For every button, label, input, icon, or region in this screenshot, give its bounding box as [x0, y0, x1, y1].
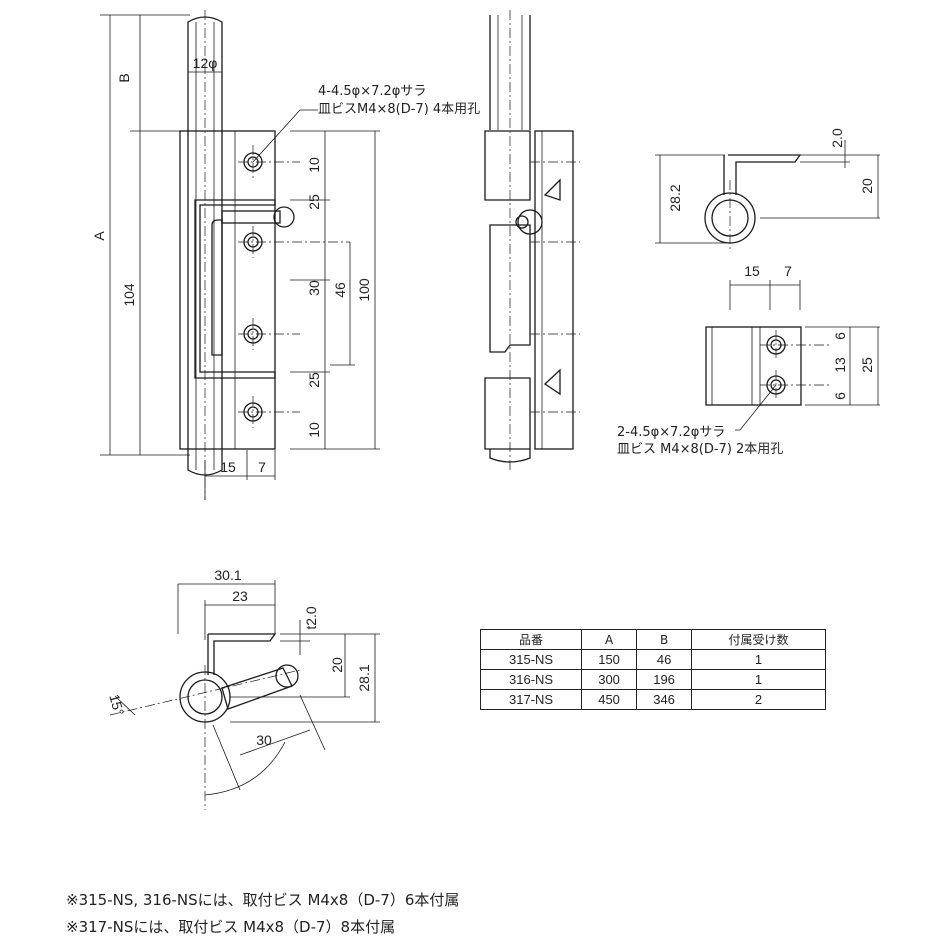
- bottom-dim-30-label: 30: [256, 732, 272, 748]
- bottom-view: [109, 580, 380, 810]
- col-header-a: A: [581, 629, 638, 650]
- bottom-dim-15deg-label: 15°: [106, 692, 127, 717]
- keeper-dim-7-label: 7: [784, 263, 792, 279]
- side-view: [484, 10, 580, 470]
- keeper-dim-20-label: 20: [859, 178, 875, 194]
- pin-dia-label: 12φ: [193, 55, 218, 71]
- col-header-keeper-count: 付属受け数: [691, 629, 826, 650]
- keeper-dim-6-top-label: 6: [832, 332, 848, 340]
- spec-table-header: 品番 A B 付属受け数: [479, 629, 826, 650]
- table-row: 315-NS 150 46 1: [479, 649, 826, 670]
- table-row: 317-NS 450 346 2: [479, 689, 826, 710]
- col-header-part-no: 品番: [479, 629, 583, 650]
- dim-25-top-label: 25: [306, 194, 322, 210]
- handle-knob: [273, 206, 295, 228]
- keeper-dim-2-label: 2.0: [829, 128, 845, 148]
- dim-b-label: B: [116, 73, 132, 82]
- keeper-dim-13-label: 13: [832, 357, 848, 373]
- dim-104-label: 104: [121, 283, 137, 307]
- cell-keeper-count: 2: [691, 689, 826, 710]
- cell-a: 300: [581, 669, 638, 690]
- bottom-dim-t2-label: t2.0: [303, 606, 319, 630]
- cell-part-no: 316-NS: [479, 669, 583, 690]
- dim-25-bottom-label: 25: [306, 372, 322, 388]
- col-header-b: B: [636, 629, 693, 650]
- keeper-dim-25-label: 25: [859, 357, 875, 373]
- cell-a: 150: [581, 649, 638, 670]
- cell-b: 196: [636, 669, 693, 690]
- keeper-dim-6-bottom-label: 6: [832, 392, 848, 400]
- bottom-dim-28-1-label: 28.1: [356, 664, 372, 691]
- keeper-front-view: [705, 280, 880, 431]
- front-view: [100, 10, 380, 500]
- dim-10-bottom-label: 10: [306, 422, 322, 438]
- keeper-dim-28-2-label: 28.2: [667, 184, 683, 211]
- keeper-hole-note-line1: 2-4.5φ×7.2φサラ: [617, 425, 725, 440]
- footnote-1: ※315-NS, 316-NSには、取付ビス M4x8（D-7）6本付属: [66, 891, 460, 909]
- mounting-holes: [243, 152, 263, 422]
- bottom-dim-23-label: 23: [232, 588, 248, 604]
- cell-part-no: 315-NS: [479, 649, 583, 670]
- body-plate: [179, 130, 276, 450]
- dim-46-label: 46: [332, 282, 348, 298]
- keeper-hole-note-line2: 皿ビス M4×8(D-7) 2本用孔: [617, 442, 783, 457]
- keeper-dim-15-label: 15: [744, 263, 760, 279]
- hole-note-line2: 皿ビスM4×8(D-7) 4本用孔: [318, 102, 480, 117]
- pin-rod: [187, 16, 223, 476]
- cell-part-no: 317-NS: [479, 689, 583, 710]
- cell-keeper-count: 1: [691, 669, 826, 690]
- dim-7-label: 7: [258, 459, 266, 475]
- dim-15-label: 15: [220, 459, 236, 475]
- hole-note-line1: 4-4.5φ×7.2φサラ: [318, 84, 426, 99]
- cell-a: 450: [581, 689, 638, 710]
- side-plate: [534, 130, 574, 450]
- dim-10-top-label: 10: [306, 157, 322, 173]
- cell-b: 46: [636, 649, 693, 670]
- spec-table: 品番 A B 付属受け数 315-NS 150 46 1 316-NS 300 …: [479, 629, 826, 710]
- dim-100-label: 100: [356, 278, 372, 302]
- dim-30-label: 30: [306, 280, 322, 296]
- dimension-labels: B A 104 12φ 4-4.5φ×7.2φサラ 皿ビスM4×8(D-7) 4…: [91, 55, 875, 748]
- dim-a-label: A: [91, 231, 107, 241]
- keeper-top-view: [655, 140, 880, 250]
- bottom-dim-30-1-label: 30.1: [214, 567, 241, 583]
- cell-b: 346: [636, 689, 693, 710]
- cell-keeper-count: 1: [691, 649, 826, 670]
- bottom-dim-20-label: 20: [329, 657, 345, 673]
- footnote-2: ※317-NSには、取付ビス M4x8（D-7）8本付属: [66, 918, 396, 936]
- table-row: 316-NS 300 196 1: [479, 669, 826, 690]
